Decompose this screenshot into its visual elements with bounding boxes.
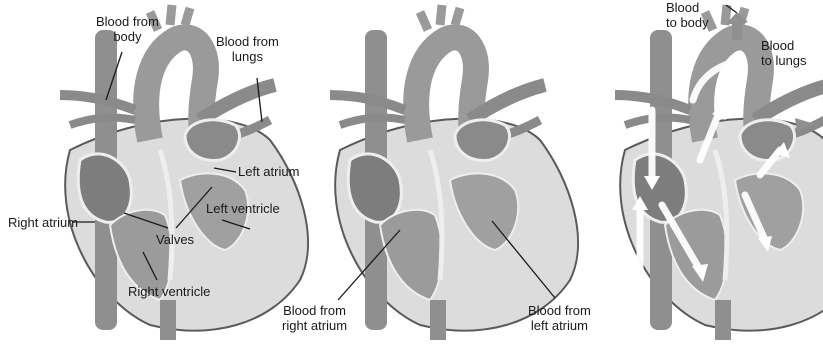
label-right-ventricle: Right ventricle [128, 284, 210, 299]
label-line-2: left atrium [528, 318, 591, 333]
label-text: Left atrium [238, 164, 299, 179]
label-blood-to-lungs: Blood to lungs [761, 38, 807, 68]
label-blood-to-body: Blood to body [666, 0, 709, 30]
label-line-2: body [96, 29, 159, 44]
label-line-1: Blood from [528, 303, 591, 318]
label-line-1: Blood [666, 0, 709, 15]
label-line-1: Blood [761, 38, 807, 53]
label-line-2: lungs [216, 49, 279, 64]
label-line-1: Blood from [282, 303, 347, 318]
label-left-atrium: Left atrium [238, 164, 299, 179]
label-text: Left ventricle [206, 201, 280, 216]
label-blood-from-body: Blood from body [96, 14, 159, 44]
label-blood-from-lungs: Blood from lungs [216, 34, 279, 64]
label-right-atrium: Right atrium [8, 215, 78, 230]
label-blood-from-right-atrium: Blood from right atrium [282, 303, 347, 333]
heart-panel-2 [330, 5, 578, 340]
label-line-1: Blood from [96, 14, 159, 29]
label-text: Right atrium [8, 215, 78, 230]
label-text: Right ventricle [128, 284, 210, 299]
label-line-2: to body [666, 15, 709, 30]
label-blood-from-left-atrium: Blood from left atrium [528, 303, 591, 333]
label-line-1: Blood from [216, 34, 279, 49]
label-line-2: right atrium [282, 318, 347, 333]
label-line-2: to lungs [761, 53, 807, 68]
label-valves: Valves [156, 232, 194, 247]
label-left-ventricle: Left ventricle [206, 201, 280, 216]
label-text: Valves [156, 232, 194, 247]
